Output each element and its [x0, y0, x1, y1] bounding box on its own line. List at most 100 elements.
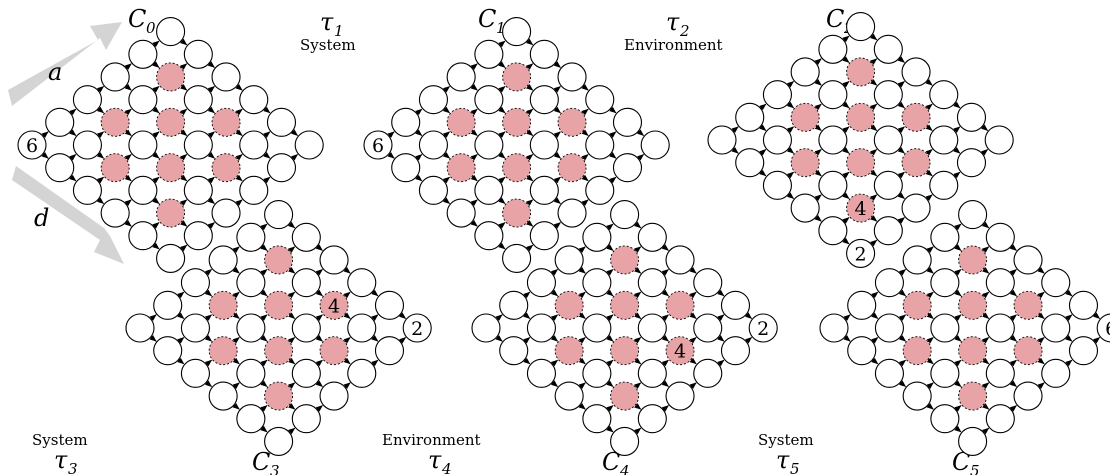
svg-text:C: C	[128, 5, 146, 33]
net-0-edge	[235, 154, 243, 161]
net-4-edge	[661, 380, 669, 387]
net-4-edge	[578, 266, 586, 274]
net-4-place-pink	[665, 336, 695, 366]
net-2-edge	[842, 56, 850, 63]
net-3-edge	[371, 359, 379, 367]
transition-3: System τ 3	[32, 431, 88, 475]
net-5-edge	[926, 291, 934, 299]
net-4-edge	[606, 269, 614, 276]
net-0-edge	[124, 174, 132, 182]
net-0-place	[211, 198, 241, 228]
net-2-place-pink	[790, 102, 820, 132]
net-1-edge	[415, 108, 423, 116]
net-1-edge	[526, 108, 534, 116]
net-5-edge	[898, 359, 907, 367]
net-3-edge	[260, 405, 268, 412]
net-5-place	[847, 336, 877, 366]
net-2: 42	[707, 12, 1014, 268]
net-3-edge	[343, 357, 351, 365]
svg-text:C: C	[252, 448, 270, 475]
net-4-place	[582, 268, 612, 298]
svg-text:Environment: Environment	[382, 431, 481, 449]
net-3-place-pink	[264, 336, 294, 366]
net-2-edge	[842, 101, 850, 109]
net-3-edge	[288, 357, 296, 365]
net-3-place-pink	[319, 290, 349, 320]
gray-arrow-a	[8, 22, 122, 106]
net-4-edge	[523, 312, 531, 319]
net-2-edge	[897, 147, 905, 154]
net-2-place	[818, 80, 848, 110]
net-2-token-0: 4	[855, 198, 867, 220]
net-0-edge	[180, 199, 188, 207]
svg-text:4: 4	[441, 460, 452, 475]
net-3-edge	[315, 289, 323, 297]
net-0-edge	[152, 197, 160, 204]
net-0-place	[128, 39, 158, 69]
net-3-token-1: 2	[411, 318, 423, 340]
net-1-place	[585, 130, 615, 160]
net-0-edge	[263, 176, 271, 184]
net-2-edge	[870, 103, 878, 111]
net-0-place-pink	[100, 107, 130, 137]
net-5-edge	[898, 289, 907, 297]
net-0-edge	[96, 152, 105, 159]
net-0-edge	[69, 108, 77, 116]
svg-text:τ: τ	[776, 446, 790, 474]
net-5-edge	[1037, 312, 1045, 319]
net-1-place	[612, 153, 643, 183]
net-0-place-pink	[211, 107, 241, 137]
net-4-place	[637, 358, 667, 388]
net-3-edge	[315, 314, 323, 321]
net-5-edge	[1065, 314, 1073, 321]
net-4-place	[554, 381, 584, 411]
net-0-place	[211, 62, 241, 92]
net-4-place	[526, 268, 556, 298]
net-0-edge	[69, 154, 77, 161]
net-3-place	[374, 336, 405, 366]
net-4-place-pink	[665, 290, 695, 320]
net-5-edge	[1009, 335, 1017, 342]
net-2-edge	[786, 101, 795, 109]
net-1-place	[363, 130, 393, 160]
net-1-token-0: 6	[372, 135, 384, 157]
net-0-edge	[263, 106, 271, 114]
net-3-place	[180, 358, 210, 388]
net-4-token-1: 2	[757, 318, 769, 340]
net-1-edge	[415, 129, 423, 136]
net-0-edge	[207, 86, 215, 93]
net-0-edge	[152, 242, 160, 250]
net-3-edge	[343, 382, 351, 390]
net-3-edge	[398, 312, 407, 319]
net-4-place	[720, 290, 751, 320]
net-5-edge	[1009, 244, 1017, 251]
net-4-place	[665, 381, 695, 411]
net-1-place-pink	[557, 107, 587, 137]
net-5-edge	[1009, 269, 1017, 276]
net-3-edge	[232, 337, 240, 344]
net-3-edge	[288, 266, 296, 274]
net-2-edge	[814, 124, 822, 131]
svg-text:τ: τ	[54, 446, 68, 474]
net-3-edge	[371, 289, 379, 297]
net-5-edge	[982, 221, 990, 229]
net-0-edge	[180, 83, 188, 91]
net-2-place	[956, 148, 987, 178]
net-2-edge	[870, 239, 878, 247]
net-4-edge	[523, 337, 531, 344]
net-5-edge	[1065, 359, 1073, 367]
config-title-3: C 3	[252, 448, 280, 475]
net-0-place	[239, 175, 269, 205]
net-0-edge	[152, 106, 160, 114]
net-3-edge	[204, 359, 213, 367]
net-1-edge	[442, 152, 451, 159]
net-2-edge	[925, 149, 933, 156]
svg-text:C: C	[952, 448, 970, 475]
net-0-edge	[207, 106, 215, 114]
net-5-place	[902, 245, 932, 275]
net-0-edge	[152, 152, 160, 159]
net-2-place	[929, 125, 959, 155]
net-2-place	[707, 125, 737, 155]
net-5-place-pink	[958, 381, 988, 411]
net-3-place	[347, 313, 377, 343]
